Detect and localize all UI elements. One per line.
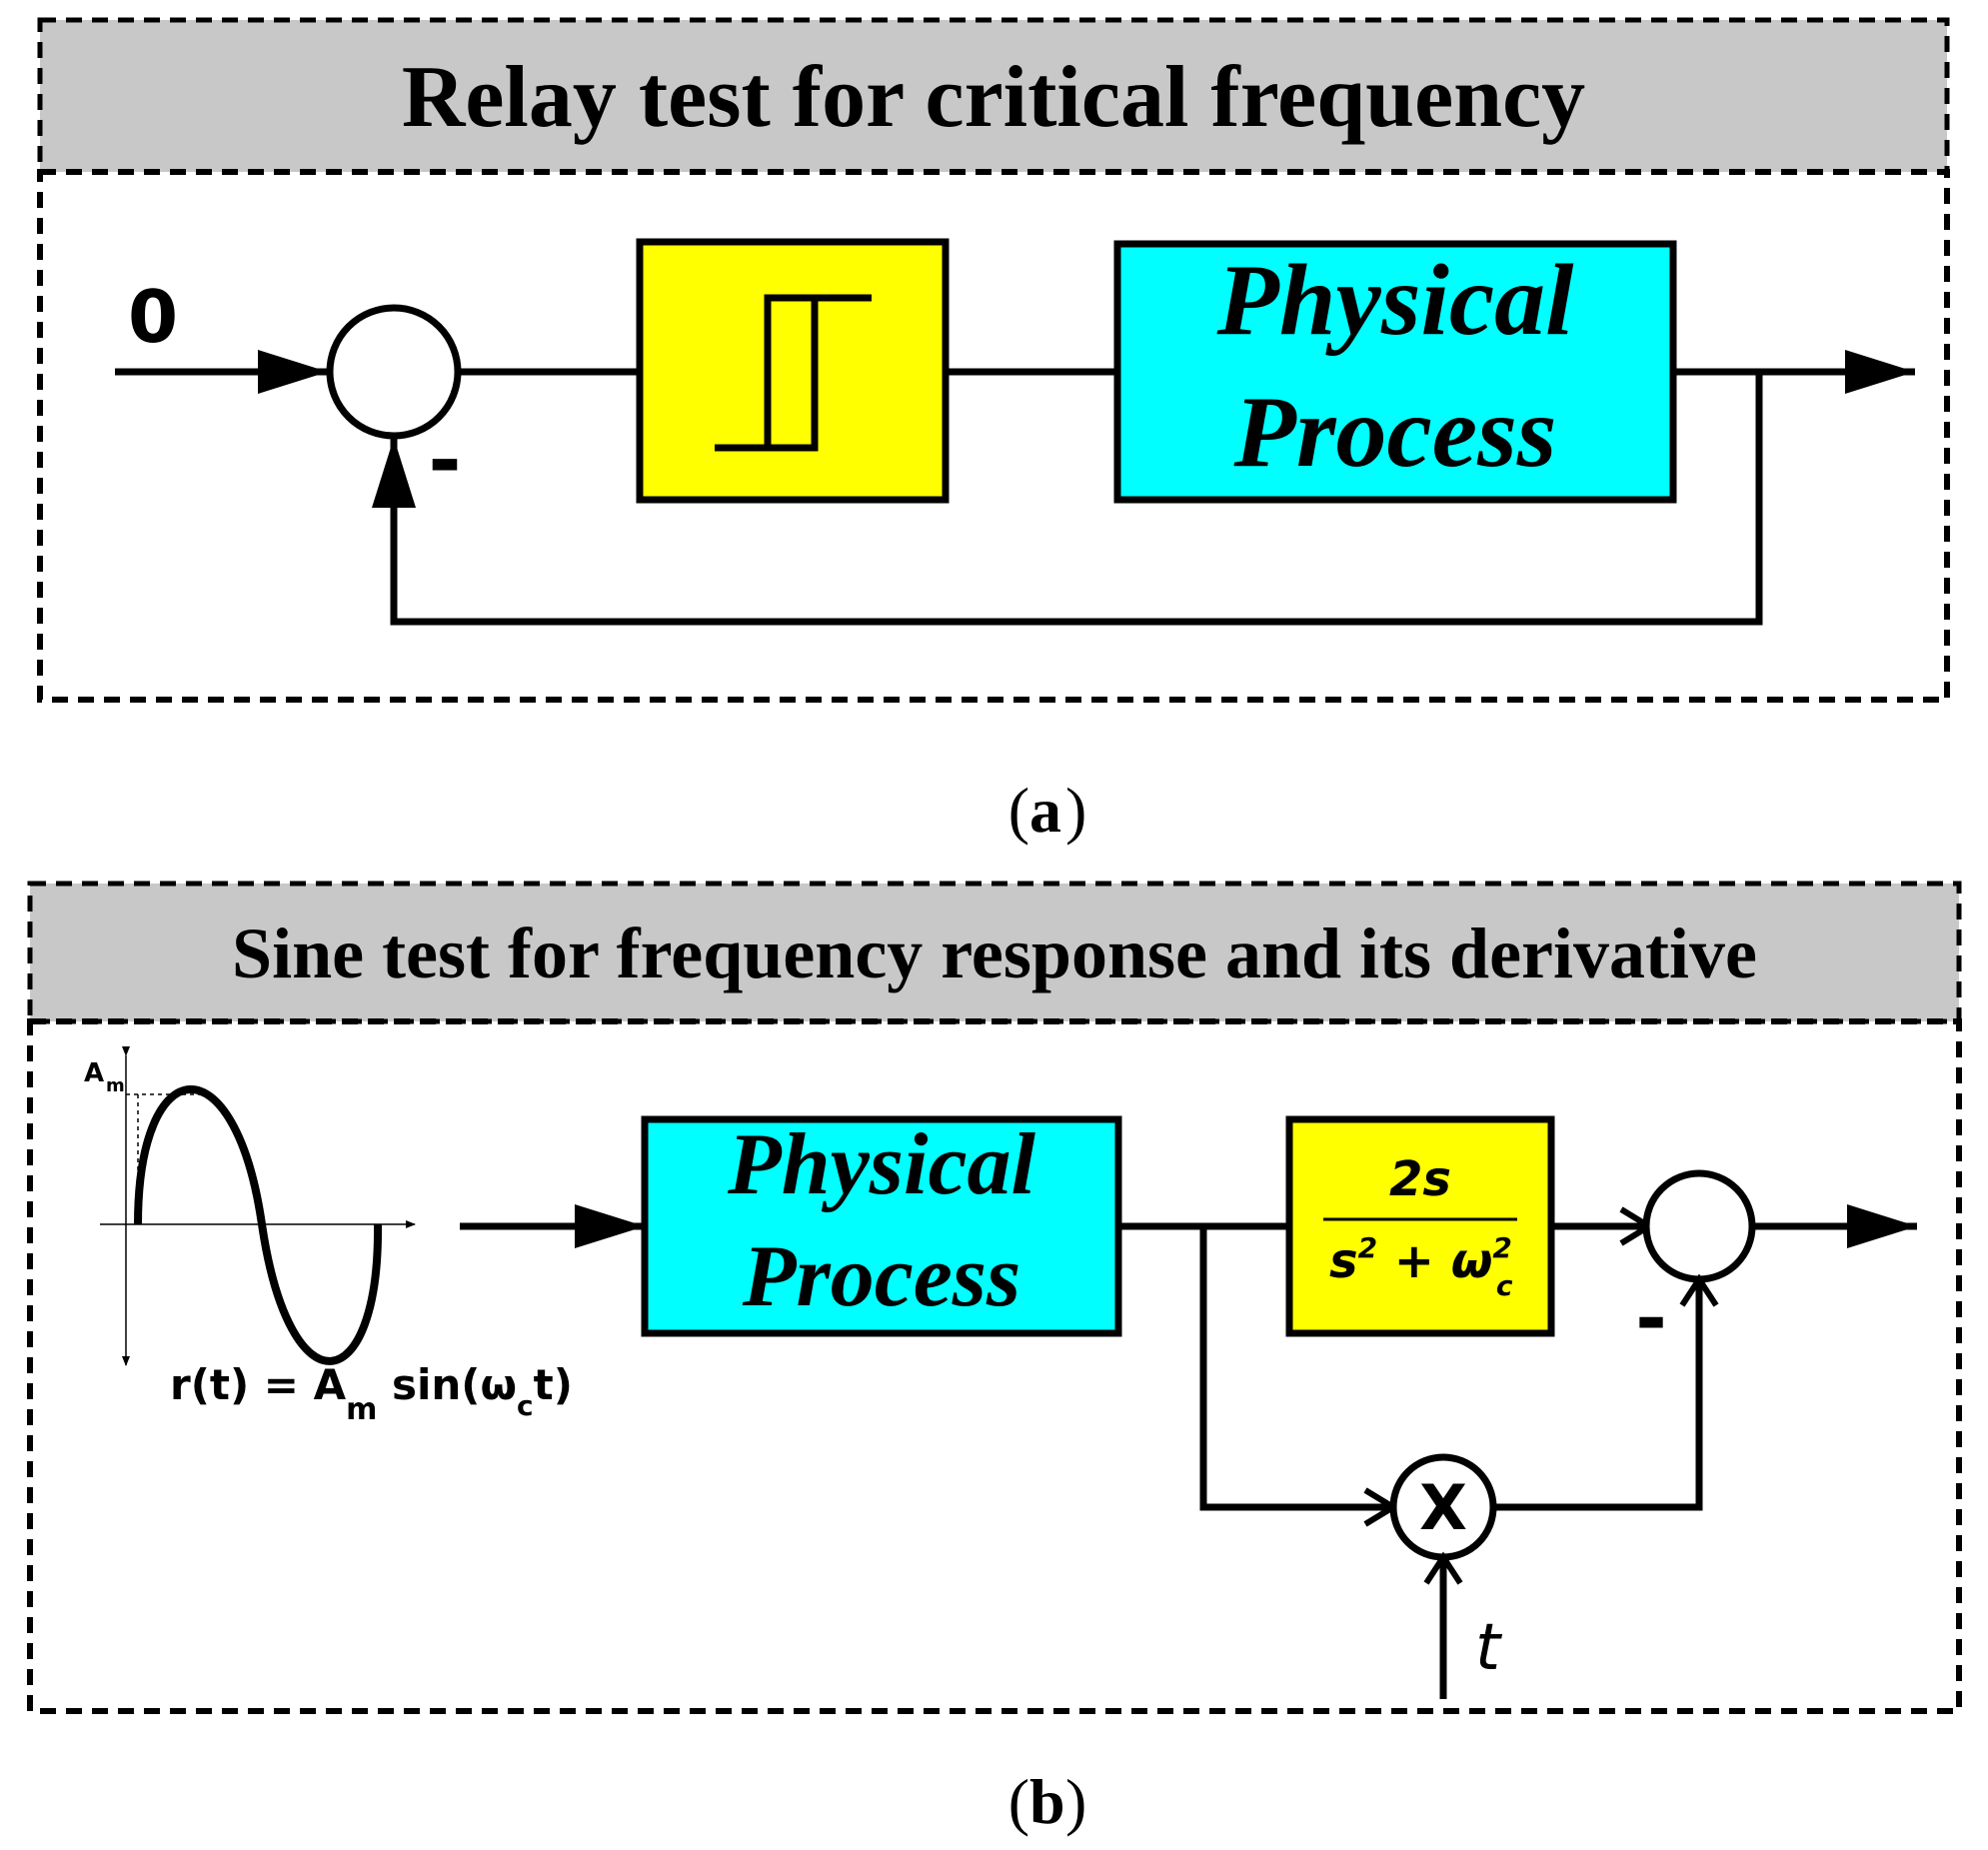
- output-arrowhead-b: [1847, 1204, 1917, 1248]
- sine-input-graphic: A m: [84, 1046, 416, 1366]
- multiplier-label: X: [1419, 1471, 1467, 1544]
- process-a-line2: Process: [1233, 376, 1557, 489]
- filter-block: [1285, 1115, 1555, 1337]
- process-block-b: [641, 1115, 1122, 1337]
- minus-sign-b: -: [1635, 1273, 1667, 1362]
- caption-b-close: ): [1065, 1766, 1086, 1837]
- filter-den-s: s: [1329, 1233, 1358, 1289]
- output-arrowhead-a: [1845, 350, 1915, 394]
- filter-den-plus: + ω: [1377, 1233, 1492, 1289]
- process-a-line1: Physical: [1216, 244, 1575, 357]
- svg-text:r(t) = Am sin(ωct): r(t) = Am sin(ωct): [170, 1360, 573, 1427]
- summing-junction-b: [1642, 1169, 1756, 1283]
- caption-b-open: (: [1008, 1766, 1029, 1837]
- panel-a-title-band: [37, 17, 1950, 175]
- filter-den-exp1: 2: [1358, 1231, 1377, 1264]
- caption-a-close: ): [1065, 775, 1086, 846]
- panel-a-frame: [37, 169, 1950, 703]
- svg-text:s2 + ω2c: s2 + ω2c: [1329, 1231, 1513, 1302]
- multiplier-feedback-arrowhead: [1679, 1273, 1719, 1307]
- relay-hysteresis-icon: [715, 294, 872, 452]
- formula-mid: sin(ω: [377, 1360, 517, 1409]
- caption-a-letter: a: [1029, 775, 1061, 846]
- input-zero-label: 0: [128, 275, 178, 359]
- minus-sign-a: -: [428, 414, 461, 507]
- formula-sub-c: c: [517, 1389, 534, 1422]
- process-block-a: [1113, 240, 1677, 504]
- sine-wave: [134, 1085, 383, 1365]
- panel-a-title: Relay test for critical frequency: [402, 49, 1585, 146]
- formula-sub-m: m: [346, 1392, 377, 1427]
- branch-to-multiplier: [1199, 1226, 1393, 1511]
- filter-den-sub: c: [1496, 1269, 1513, 1302]
- filter-den-exp2: 2: [1492, 1231, 1511, 1264]
- formula-lhs: r(t) = A: [170, 1360, 347, 1409]
- panel-a: Relay test for critical frequency 0 - Ph…: [37, 17, 1950, 846]
- input-formula: r(t) = Am sin(ωct): [170, 1360, 573, 1427]
- filter-numerator: 2s: [1389, 1151, 1451, 1207]
- caption-b: ( b ): [1008, 1766, 1087, 1837]
- caption-a: ( a ): [1008, 775, 1087, 846]
- formula-end: t): [534, 1360, 573, 1409]
- caption-b-letter: b: [1029, 1766, 1065, 1837]
- panel-b-frame: [27, 1018, 1962, 1714]
- multiplier-to-junction: [1493, 1279, 1703, 1511]
- time-label: t: [1475, 1611, 1503, 1685]
- panel-b: Sine test for frequency response and its…: [27, 881, 1962, 1837]
- input-arrowhead: [258, 350, 328, 394]
- feedback-arrowhead-a: [372, 438, 416, 508]
- feedback-path-a: [390, 372, 1763, 626]
- panel-b-title-band: [27, 881, 1962, 1024]
- time-input-arrowhead: [1423, 1551, 1463, 1585]
- panel-b-title: Sine test for frequency response and its…: [232, 914, 1757, 993]
- process-b-line2: Process: [742, 1228, 1021, 1325]
- input-arrowhead-b: [575, 1204, 645, 1248]
- process-b-line1: Physical: [727, 1116, 1036, 1213]
- sine-axis-label-sub: m: [106, 1075, 125, 1096]
- caption-a-open: (: [1008, 775, 1029, 846]
- relay-block: [636, 238, 950, 504]
- sine-axis-label: A: [84, 1058, 104, 1088]
